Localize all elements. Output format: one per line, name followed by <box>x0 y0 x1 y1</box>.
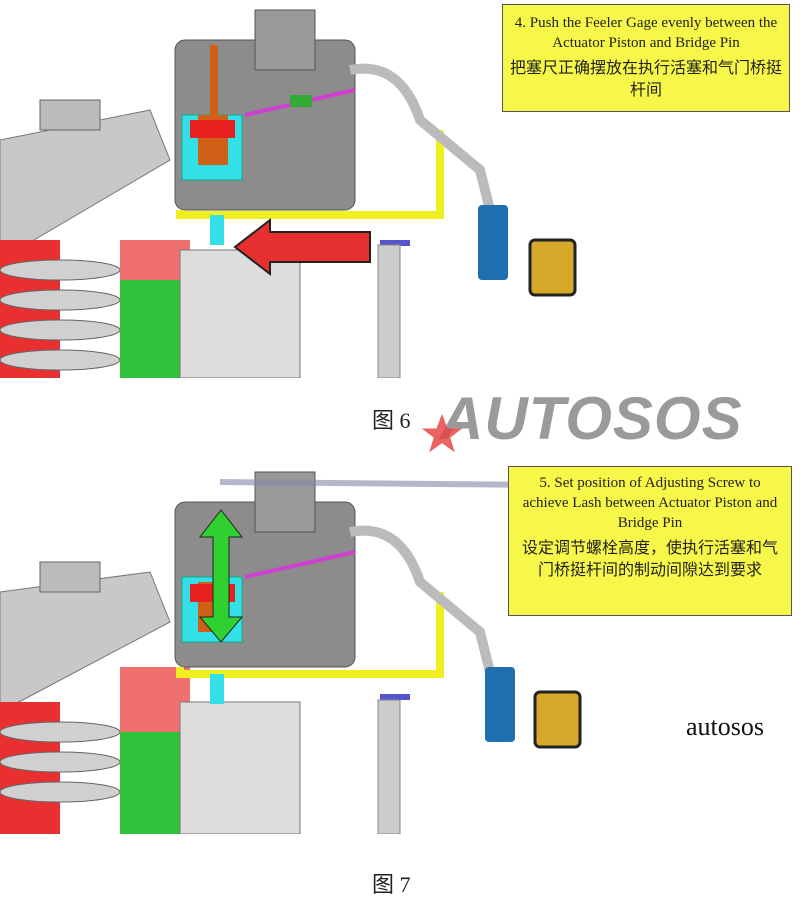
autosos-watermark-logo: AUTOSOS <box>440 385 743 452</box>
figure-6-caption: 图 6 <box>372 408 411 433</box>
note-english: 4. Push the Feeler Gage evenly between t… <box>514 15 778 51</box>
figure-7-caption: 图 7 <box>372 872 411 897</box>
instruction-note-step-5: 5. Set position of Adjusting Screw to ac… <box>508 466 792 616</box>
note-chinese: 设定调节螺栓高度，使执行活塞和气门桥挺杆间的制动间隙达到要求 <box>521 538 778 579</box>
note-chinese: 把塞尺正确摆放在执行活塞和气门桥挺杆间 <box>509 58 782 99</box>
figure-7-illustration <box>0 471 770 834</box>
star-icon <box>421 413 463 453</box>
instruction-note-step-4: 4. Push the Feeler Gage evenly between t… <box>502 4 790 112</box>
autosos-brand-text: autosos <box>686 712 764 741</box>
note-english: 5. Set position of Adjusting Screw to ac… <box>522 475 778 531</box>
